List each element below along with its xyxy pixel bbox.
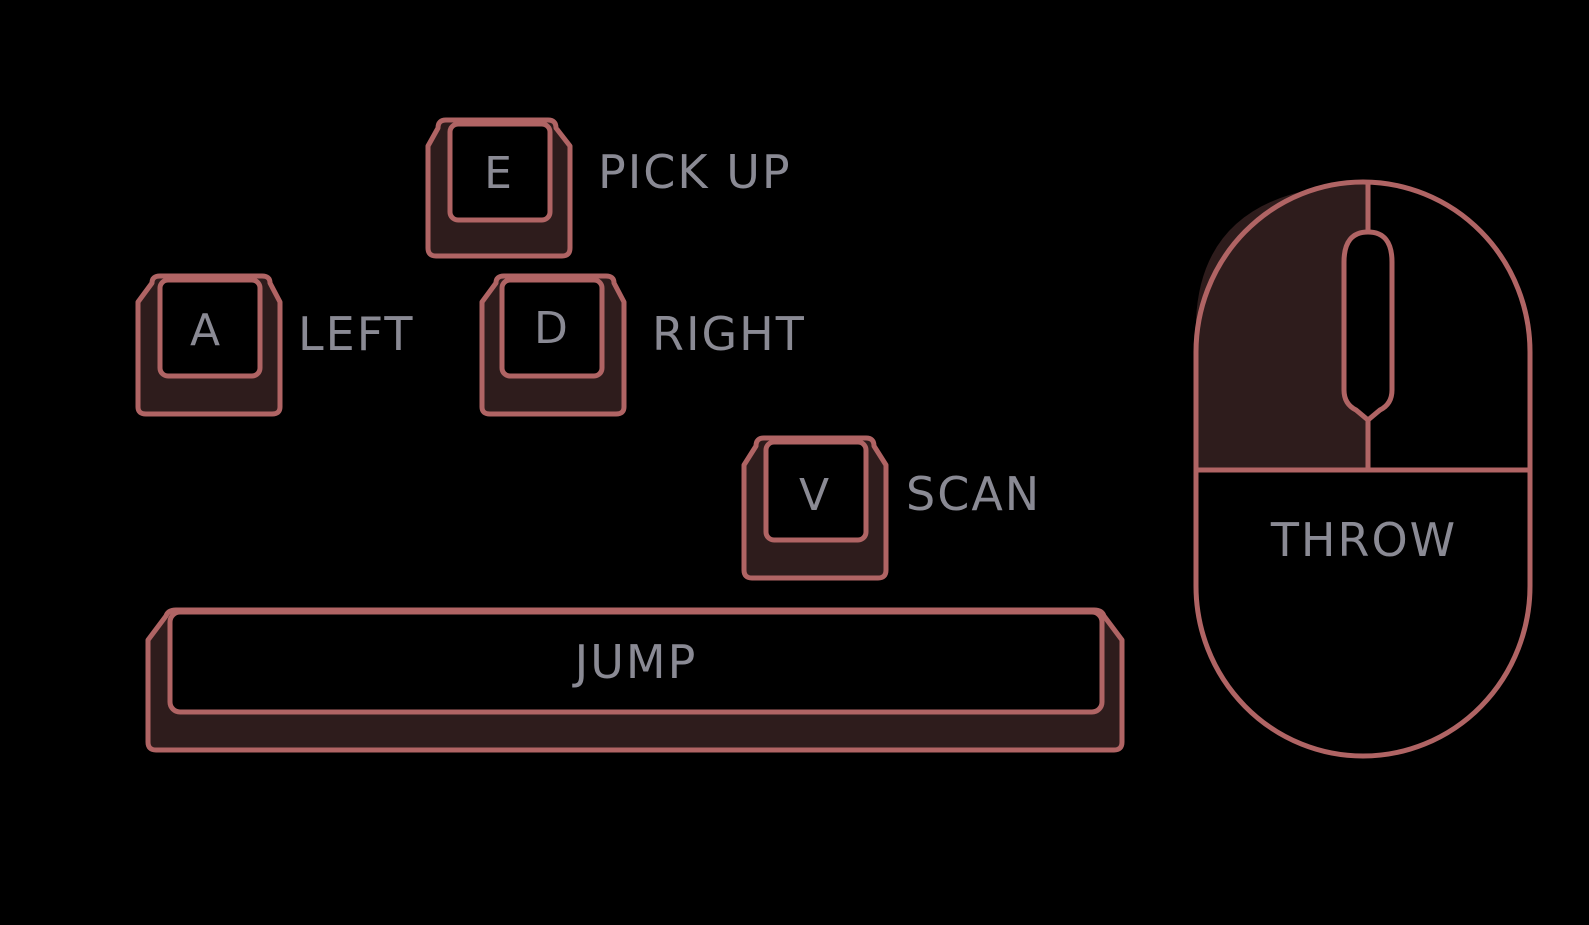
throw-label: THROW bbox=[1270, 513, 1457, 567]
key-space-top bbox=[167, 609, 1105, 715]
key-v: V bbox=[741, 435, 889, 581]
key-e: E bbox=[425, 117, 573, 259]
key-d-top bbox=[499, 277, 605, 379]
right-label: RIGHT bbox=[652, 307, 806, 361]
key-d: D bbox=[479, 273, 627, 417]
pick-up-label: PICK UP bbox=[598, 145, 792, 199]
key-a-top bbox=[157, 277, 263, 379]
key-v-top bbox=[763, 439, 869, 543]
key-a-letter: A bbox=[190, 305, 220, 356]
jump-label: JUMP bbox=[572, 635, 698, 689]
key-e-top bbox=[447, 121, 553, 223]
mouse-scroll-wheel bbox=[1341, 229, 1395, 424]
left-label: LEFT bbox=[298, 307, 414, 361]
scan-label: SCAN bbox=[906, 467, 1041, 521]
key-a: A bbox=[135, 273, 283, 417]
key-space: JUMP bbox=[145, 607, 1125, 753]
key-d-letter: D bbox=[534, 303, 568, 354]
mouse-left-button bbox=[1196, 184, 1368, 470]
mouse-icon: THROW bbox=[1193, 179, 1533, 759]
key-e-letter: E bbox=[484, 148, 512, 199]
key-v-letter: V bbox=[799, 470, 829, 521]
